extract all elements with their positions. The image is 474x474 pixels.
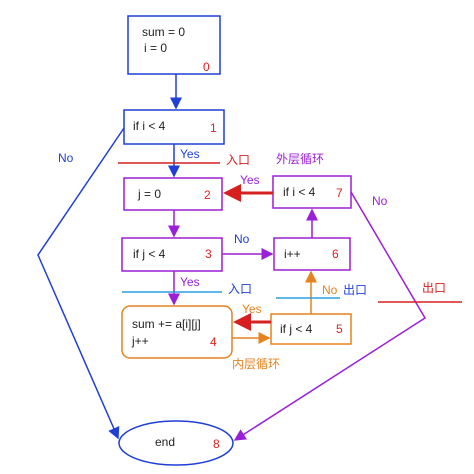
svg-text:if i < 4: if i < 4 (133, 119, 166, 133)
node-1-outer-condition: if i < 4 1 (123, 109, 225, 145)
svg-text:sum = 0: sum = 0 (142, 25, 185, 39)
node-6-increment-i: i++ 6 (273, 237, 351, 271)
label-exit-outer: 出口 (422, 281, 446, 295)
svg-text:sum += a[i][j]: sum += a[i][j] (132, 317, 201, 331)
label-entry-inner: 入口 (228, 282, 252, 296)
node-5-inner-recheck: if j < 4 5 (270, 313, 352, 345)
svg-text:7: 7 (336, 186, 343, 200)
node-8-end: end 8 (118, 420, 234, 466)
svg-text:2: 2 (204, 188, 211, 202)
svg-text:j = 0: j = 0 (137, 187, 161, 201)
node-7-outer-recheck: if i < 4 7 (272, 175, 352, 209)
edge-7-to-end (233, 191, 427, 441)
svg-text:5: 5 (336, 322, 343, 336)
svg-text:if j < 4: if j < 4 (280, 322, 313, 336)
label-no-3-6: No (234, 232, 250, 246)
label-yes-7-2: Yes (240, 173, 260, 187)
edge-1-to-end (37, 127, 125, 440)
label-exit-inner: 出口 (343, 283, 367, 297)
label-entry-outer: 入口 (226, 153, 250, 167)
node-2-inner-init: j = 0 2 (123, 177, 223, 211)
label-no-5-6: No (322, 283, 338, 297)
svg-text:i++: i++ (284, 247, 301, 261)
svg-text:6: 6 (332, 247, 339, 261)
svg-text:3: 3 (205, 247, 212, 261)
svg-text:end: end (155, 435, 175, 449)
svg-text:i = 0: i = 0 (144, 41, 167, 55)
node-0-init: sum = 0 i = 0 0 (127, 15, 221, 75)
node-3-inner-condition: if j < 4 3 (121, 237, 223, 272)
svg-text:4: 4 (210, 335, 217, 349)
label-yes-5-4: Yes (242, 302, 262, 316)
label-inner-loop: 内层循环 (232, 357, 280, 371)
label-yes-3-4: Yes (180, 275, 200, 289)
label-no-7-end: No (372, 194, 388, 208)
label-no-1-end: No (58, 151, 74, 165)
label-outer-loop: 外层循环 (276, 152, 324, 166)
svg-text:0: 0 (203, 60, 210, 74)
svg-text:1: 1 (210, 121, 217, 135)
svg-text:j++: j++ (131, 334, 149, 348)
svg-text:if i < 4: if i < 4 (283, 185, 316, 199)
svg-text:if j < 4: if j < 4 (133, 247, 166, 261)
node-4-loop-body: sum += a[i][j] j++ 4 (121, 305, 233, 359)
label-yes-1-2: Yes (180, 147, 200, 161)
svg-text:8: 8 (213, 437, 220, 451)
